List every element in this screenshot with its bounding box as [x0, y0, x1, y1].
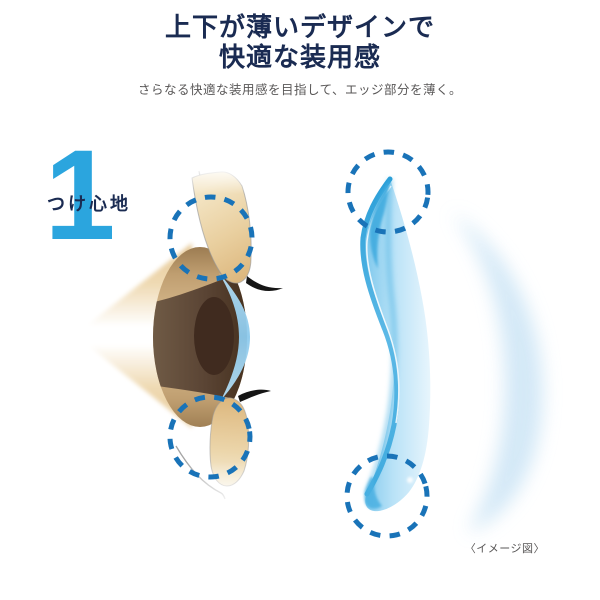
feature-label: つけ心地	[47, 194, 131, 214]
eye-cross-section-illustration	[75, 170, 283, 500]
thin-edge-highlight-circle-top	[167, 194, 255, 282]
title-line-1: 上下が薄いデザインで	[164, 12, 435, 42]
lens-thin-edge	[360, 176, 400, 497]
lens-bottom-fold	[364, 477, 382, 509]
lower-eyelid	[209, 397, 250, 487]
lower-eyelid-group	[175, 397, 250, 500]
image-note-caption: 〈イメージ図〉	[464, 543, 545, 555]
title-line-2: 快適な装用感	[218, 42, 381, 72]
feature-number: 1	[44, 124, 116, 267]
lower-eyelash	[238, 389, 271, 402]
pupil	[194, 297, 234, 375]
page-title: 上下が薄いデザインで 快適な装用感	[0, 12, 600, 72]
lower-eyelid-crease	[175, 445, 226, 500]
upper-eyelash	[246, 276, 283, 291]
lens-top-fold	[369, 179, 390, 269]
lens-side-profile-illustration	[344, 149, 543, 539]
page-subtitle: さらなる快適な装用感を目指して、エッジ部分を薄く。	[137, 83, 462, 97]
thin-edge-highlight-circle-bottom	[344, 453, 430, 539]
lens-glint	[407, 477, 413, 483]
lens-fold-shading	[364, 178, 398, 496]
lens-soft-shadow	[452, 212, 543, 533]
thin-edge-highlight-circle-bottom	[167, 394, 253, 480]
thin-edge-highlight-circle-top	[345, 149, 431, 235]
contact-lens-crescent	[219, 273, 250, 400]
